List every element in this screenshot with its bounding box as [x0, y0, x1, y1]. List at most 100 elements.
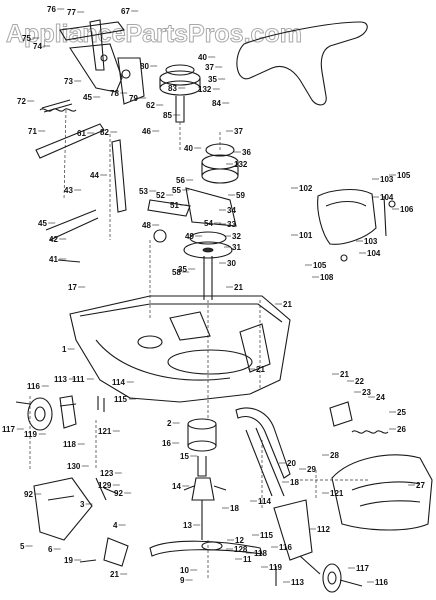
callout-label-5: 5: [20, 542, 25, 551]
callout-label-34: 34: [227, 206, 236, 215]
assembly-line-bottom: [29, 396, 370, 580]
callout-label-59: 59: [236, 191, 245, 200]
callout-label-1: 1: [62, 345, 67, 354]
callout-label-21: 21: [283, 300, 292, 309]
callout-label-32: 32: [232, 232, 241, 241]
callout-label-115: 115: [114, 395, 127, 404]
callout-label-46: 46: [142, 127, 151, 136]
callout-label-71: 71: [28, 127, 37, 136]
callout-label-27: 27: [416, 481, 425, 490]
rear-wheel-bracket: [273, 499, 363, 593]
callout-label-83: 83: [168, 84, 177, 93]
callout-label-45: 45: [38, 219, 47, 228]
callout-label-123: 123: [100, 469, 114, 478]
callout-label-21: 21: [110, 570, 119, 579]
callout-label-78: 78: [110, 89, 119, 98]
discharge-chute: [329, 401, 433, 531]
callout-label-23: 23: [362, 388, 371, 397]
lift-rod: [35, 123, 105, 159]
callout-label-116: 116: [279, 543, 292, 552]
callout-label-19: 19: [64, 556, 73, 565]
callout-label-31: 31: [232, 243, 241, 252]
callout-label-35: 35: [208, 75, 217, 84]
callout-label-115: 115: [260, 531, 273, 540]
callout-label-118: 118: [63, 440, 76, 449]
belt-illustration: [236, 21, 368, 106]
callout-label-80: 80: [140, 62, 149, 71]
callout-label-10: 10: [180, 566, 189, 575]
callout-label-114: 114: [112, 378, 125, 387]
callout-label-79: 79: [129, 94, 138, 103]
callout-label-29: 29: [307, 465, 316, 474]
callout-label-112: 112: [317, 525, 330, 534]
callout-label-4: 4: [113, 521, 118, 530]
gauge-wheel-left: [15, 395, 105, 431]
callout-label-51: 51: [170, 201, 179, 210]
mower-deck: [69, 295, 291, 403]
callout-label-28: 28: [330, 451, 339, 460]
callout-label-37: 37: [205, 63, 214, 72]
center-pulley-stack: [183, 143, 239, 300]
callout-label-105: 105: [313, 261, 327, 270]
callout-label-103: 103: [380, 175, 394, 184]
callout-label-58: 58: [172, 268, 181, 277]
callout-label-113: 113: [291, 578, 304, 587]
callout-label-76: 76: [47, 5, 56, 14]
callout-label-40: 40: [198, 53, 207, 62]
front-bracket-left: [33, 477, 129, 567]
callout-label-2: 2: [167, 419, 172, 428]
callout-label-17: 17: [68, 283, 77, 292]
callout-label-33: 33: [227, 220, 236, 229]
callout-label-15: 15: [180, 452, 189, 461]
callout-label-119: 119: [269, 563, 282, 572]
callout-label-12: 12: [235, 536, 244, 545]
callout-label-118: 118: [254, 549, 267, 558]
callout-label-121: 121: [98, 427, 112, 436]
callout-label-54: 54: [204, 219, 213, 228]
callout-label-84: 84: [212, 99, 221, 108]
watermark-text: AppliancePartsPros.com: [6, 20, 302, 48]
callout-label-129: 129: [98, 481, 112, 490]
callout-label-130: 130: [67, 462, 81, 471]
callout-label-14: 14: [172, 482, 181, 491]
callout-label-6: 6: [48, 545, 53, 554]
upper-pulley-stack: [159, 64, 201, 123]
callout-label-103: 103: [364, 237, 378, 246]
callout-label-106: 106: [400, 205, 414, 214]
discharge-deflector: [317, 188, 396, 262]
callout-label-11: 11: [243, 555, 252, 564]
callout-label-92: 92: [114, 489, 123, 498]
callout-label-26: 26: [397, 425, 406, 434]
callout-label-49: 49: [185, 232, 194, 241]
callout-label-111: 111: [72, 375, 85, 384]
callout-label-75: 75: [22, 34, 31, 43]
callout-label-30: 30: [227, 259, 236, 268]
callout-label-102: 102: [299, 184, 313, 193]
callout-label-48: 48: [142, 221, 151, 230]
spindle-assembly: [183, 418, 227, 551]
callout-label-104: 104: [367, 249, 381, 258]
callout-label-73: 73: [64, 77, 73, 86]
callout-label-119: 119: [24, 430, 37, 439]
callout-label-42: 42: [49, 235, 58, 244]
callout-label-101: 101: [299, 231, 313, 240]
callout-label-45: 45: [83, 93, 92, 102]
callout-label-52: 52: [156, 191, 165, 200]
callout-label-53: 53: [139, 187, 148, 196]
callout-label-21: 21: [340, 370, 349, 379]
callout-label-121: 121: [330, 489, 344, 498]
callout-label-13: 13: [183, 521, 192, 530]
callout-label-18: 18: [290, 478, 299, 487]
callout-label-20: 20: [287, 459, 296, 468]
assembly-line-center: [149, 122, 261, 420]
callout-label-41: 41: [49, 255, 58, 264]
callout-label-74: 74: [33, 42, 42, 51]
mower-blade: [149, 540, 263, 557]
callout-label-92: 92: [24, 490, 33, 499]
callout-label-43: 43: [64, 186, 73, 195]
callout-label-77: 77: [67, 8, 76, 17]
callout-label-132: 132: [234, 160, 248, 169]
callout-label-21: 21: [234, 283, 243, 292]
callout-label-85: 85: [163, 111, 172, 120]
